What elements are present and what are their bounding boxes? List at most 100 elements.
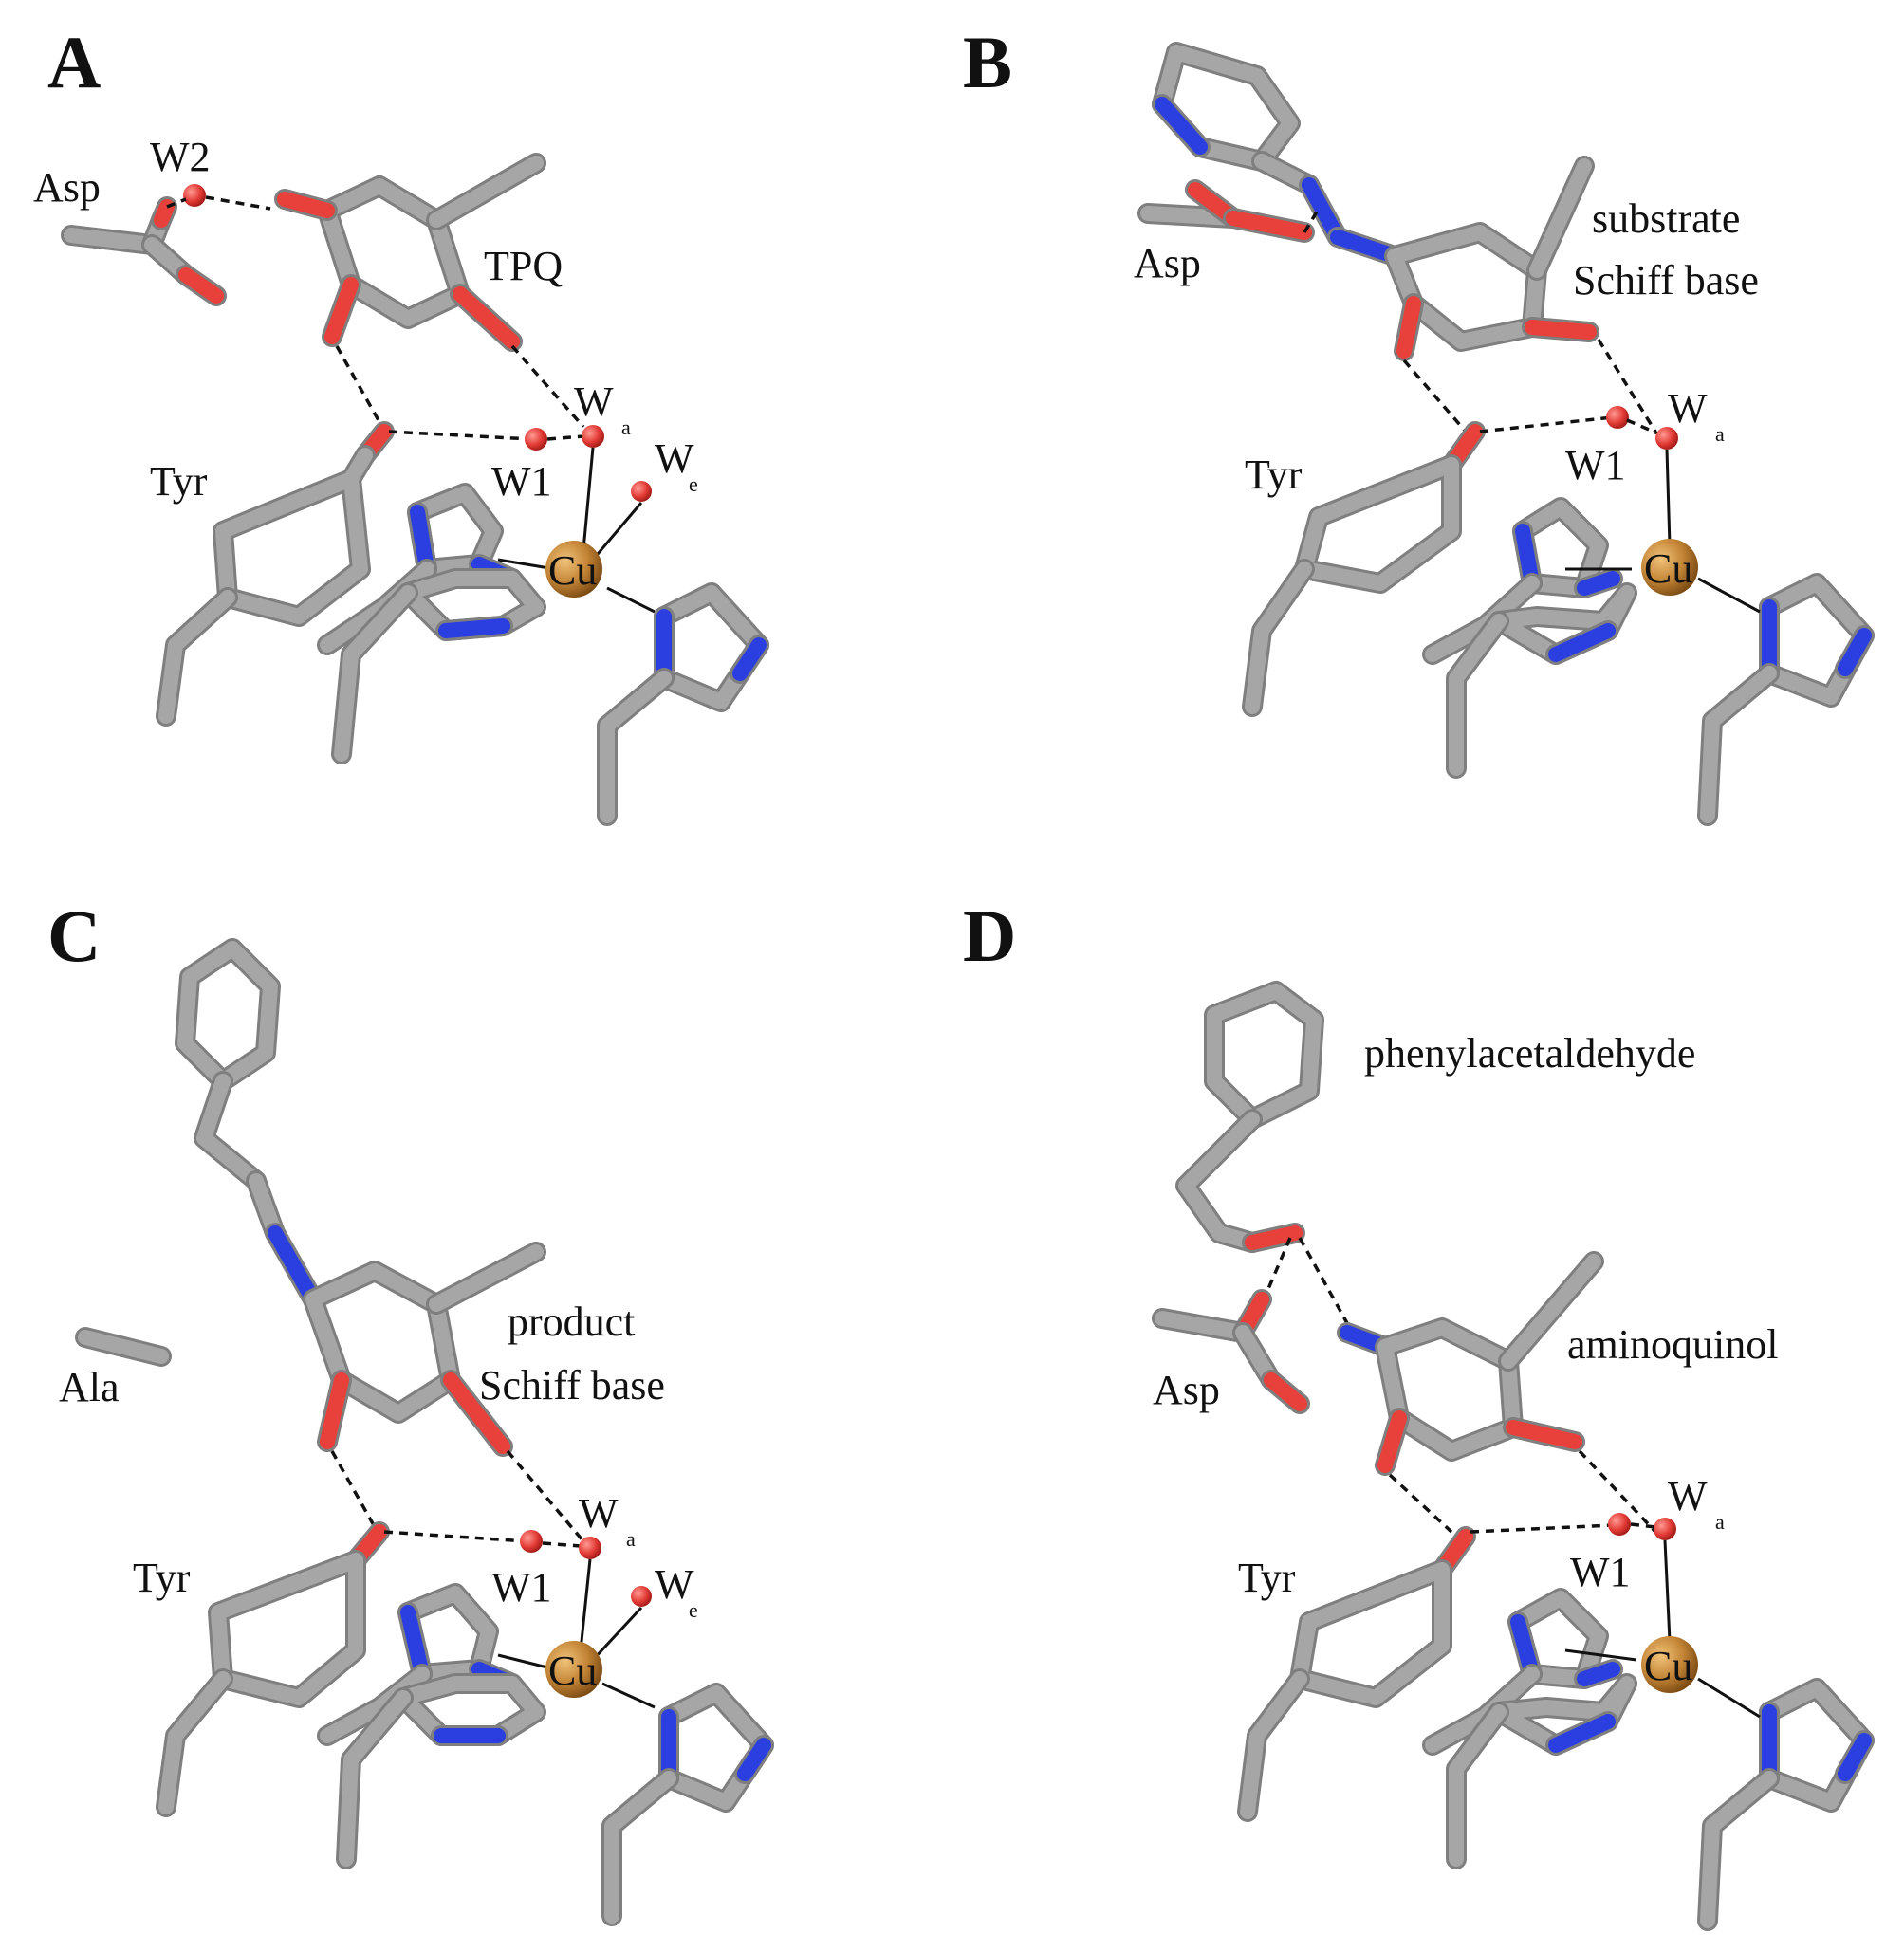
bond-stick <box>1577 571 1620 596</box>
panel-b: B <box>963 21 1875 826</box>
tyr-residue-c <box>156 1521 390 1817</box>
asp-label-d: Asp <box>1153 1367 1220 1413</box>
hydrogen-bond <box>383 1530 527 1543</box>
coordination-bond <box>1663 1539 1672 1642</box>
quinol-label: aminoquinol <box>1567 1321 1778 1368</box>
bond-stick <box>661 1685 771 1810</box>
panel-c: C <box>47 894 774 1926</box>
his-residues-c <box>317 1583 774 1926</box>
hydrogen-bond <box>1303 208 1321 233</box>
bond-stick <box>1529 158 1592 278</box>
wa-label-d: W <box>1668 1473 1708 1519</box>
asp-residue-a <box>61 196 227 306</box>
bond-stick <box>443 1372 510 1454</box>
hydrogen-bond <box>335 345 381 423</box>
water-wa-c <box>579 1537 601 1559</box>
bond-stick <box>1377 1410 1407 1473</box>
bond-stick <box>1506 1420 1582 1449</box>
hydrogen-bond <box>330 1450 377 1528</box>
bond-stick <box>1396 296 1421 359</box>
bond-stick <box>158 1671 231 1814</box>
bond-stick <box>1577 1662 1620 1686</box>
bond-stick <box>604 1771 676 1924</box>
bond-stick <box>334 585 416 762</box>
hydrogen-bond <box>506 1449 585 1543</box>
hydrogen-bond <box>166 197 187 209</box>
panel-letter-b: B <box>963 21 1012 103</box>
bond-stick <box>1449 614 1507 776</box>
substrate-schiff-base-ring <box>1384 156 1599 361</box>
substrate-ring-b <box>1152 42 1405 267</box>
water-w2 <box>183 184 206 207</box>
ligand-label-c-1: product <box>508 1298 635 1345</box>
bond-stick <box>438 618 510 638</box>
tyr-label-c: Tyr <box>133 1555 191 1601</box>
asp-residue-b <box>1137 179 1315 243</box>
water-we-a <box>631 481 652 502</box>
w1-label-c: W1 <box>491 1564 552 1611</box>
hydrogen-bond <box>388 430 532 441</box>
hydrogen-bond <box>1388 1473 1453 1534</box>
wa-label-a: W <box>574 378 614 425</box>
ala-residue <box>78 1330 169 1364</box>
bond-stick <box>1548 623 1616 662</box>
hydrogen-bond <box>542 1541 582 1548</box>
water-w1-b <box>1606 406 1629 429</box>
tyr-label-b: Tyr <box>1245 451 1303 498</box>
bond-stick <box>1548 1714 1616 1753</box>
bond-stick <box>1178 1112 1260 1250</box>
bond-stick <box>1207 984 1322 1127</box>
w1-label-a: W1 <box>491 458 552 505</box>
tyr-residue-a <box>156 421 395 727</box>
bond-stick <box>1245 562 1312 714</box>
wa-sub-a: a <box>621 415 631 439</box>
his-residues-b <box>1422 497 1875 826</box>
bond-stick <box>656 585 767 709</box>
tyr-residue-d <box>1237 1526 1476 1822</box>
bond-stick <box>1245 1225 1303 1250</box>
aldehyde-label: phenylacetaldehyde <box>1364 1030 1695 1077</box>
bond-stick <box>178 267 224 304</box>
panel-letter-c: C <box>47 894 101 977</box>
bond-stick <box>154 199 175 228</box>
panel-letter-d: D <box>963 894 1016 977</box>
w1-label-b: W1 <box>1565 442 1626 488</box>
bond-stick <box>453 286 520 349</box>
tyr-label-d: Tyr <box>1238 1555 1296 1601</box>
panel-a: A <box>33 21 769 826</box>
we-sub-a: e <box>689 472 698 496</box>
bond-stick <box>1525 320 1597 340</box>
tyr-residue-b <box>1242 421 1486 717</box>
coordination-bond <box>579 1558 592 1651</box>
hydrogen-bond <box>205 195 271 211</box>
w1-label-d: W1 <box>1570 1549 1631 1595</box>
panel-d: D <box>963 894 1875 1931</box>
coordination-bond <box>591 502 643 561</box>
asp-residue-d <box>1152 1289 1310 1414</box>
water-wa-b <box>1655 427 1678 450</box>
we-label-a: W <box>655 435 694 482</box>
bond-stick <box>400 1605 430 1682</box>
cu-label-d: Cu <box>1644 1643 1692 1689</box>
ligand-label-b-2: Schiff base <box>1573 257 1759 304</box>
panel-letter-a: A <box>47 21 101 103</box>
bond-stick <box>64 228 159 252</box>
ligand-label-b-1: substrate <box>1592 195 1740 242</box>
coordination-bond <box>591 1606 643 1662</box>
asp-label-b: Asp <box>1134 240 1201 286</box>
his-residues-d <box>1422 1588 1875 1931</box>
bond-stick <box>600 671 672 823</box>
coordination-bond <box>601 1682 656 1709</box>
hydrogen-bond <box>546 434 584 441</box>
cu-label-b: Cu <box>1644 545 1692 592</box>
bond-stick <box>324 277 359 344</box>
bond-stick <box>1449 1704 1507 1867</box>
bond-stick <box>1700 1771 1777 1928</box>
bond-stick <box>339 1690 411 1867</box>
we-label-c: W <box>655 1561 694 1608</box>
hydrogen-bond <box>510 344 585 429</box>
bond-stick <box>737 1738 771 1781</box>
bond-stick <box>1292 1562 1450 1705</box>
water-wa-a <box>582 425 604 448</box>
